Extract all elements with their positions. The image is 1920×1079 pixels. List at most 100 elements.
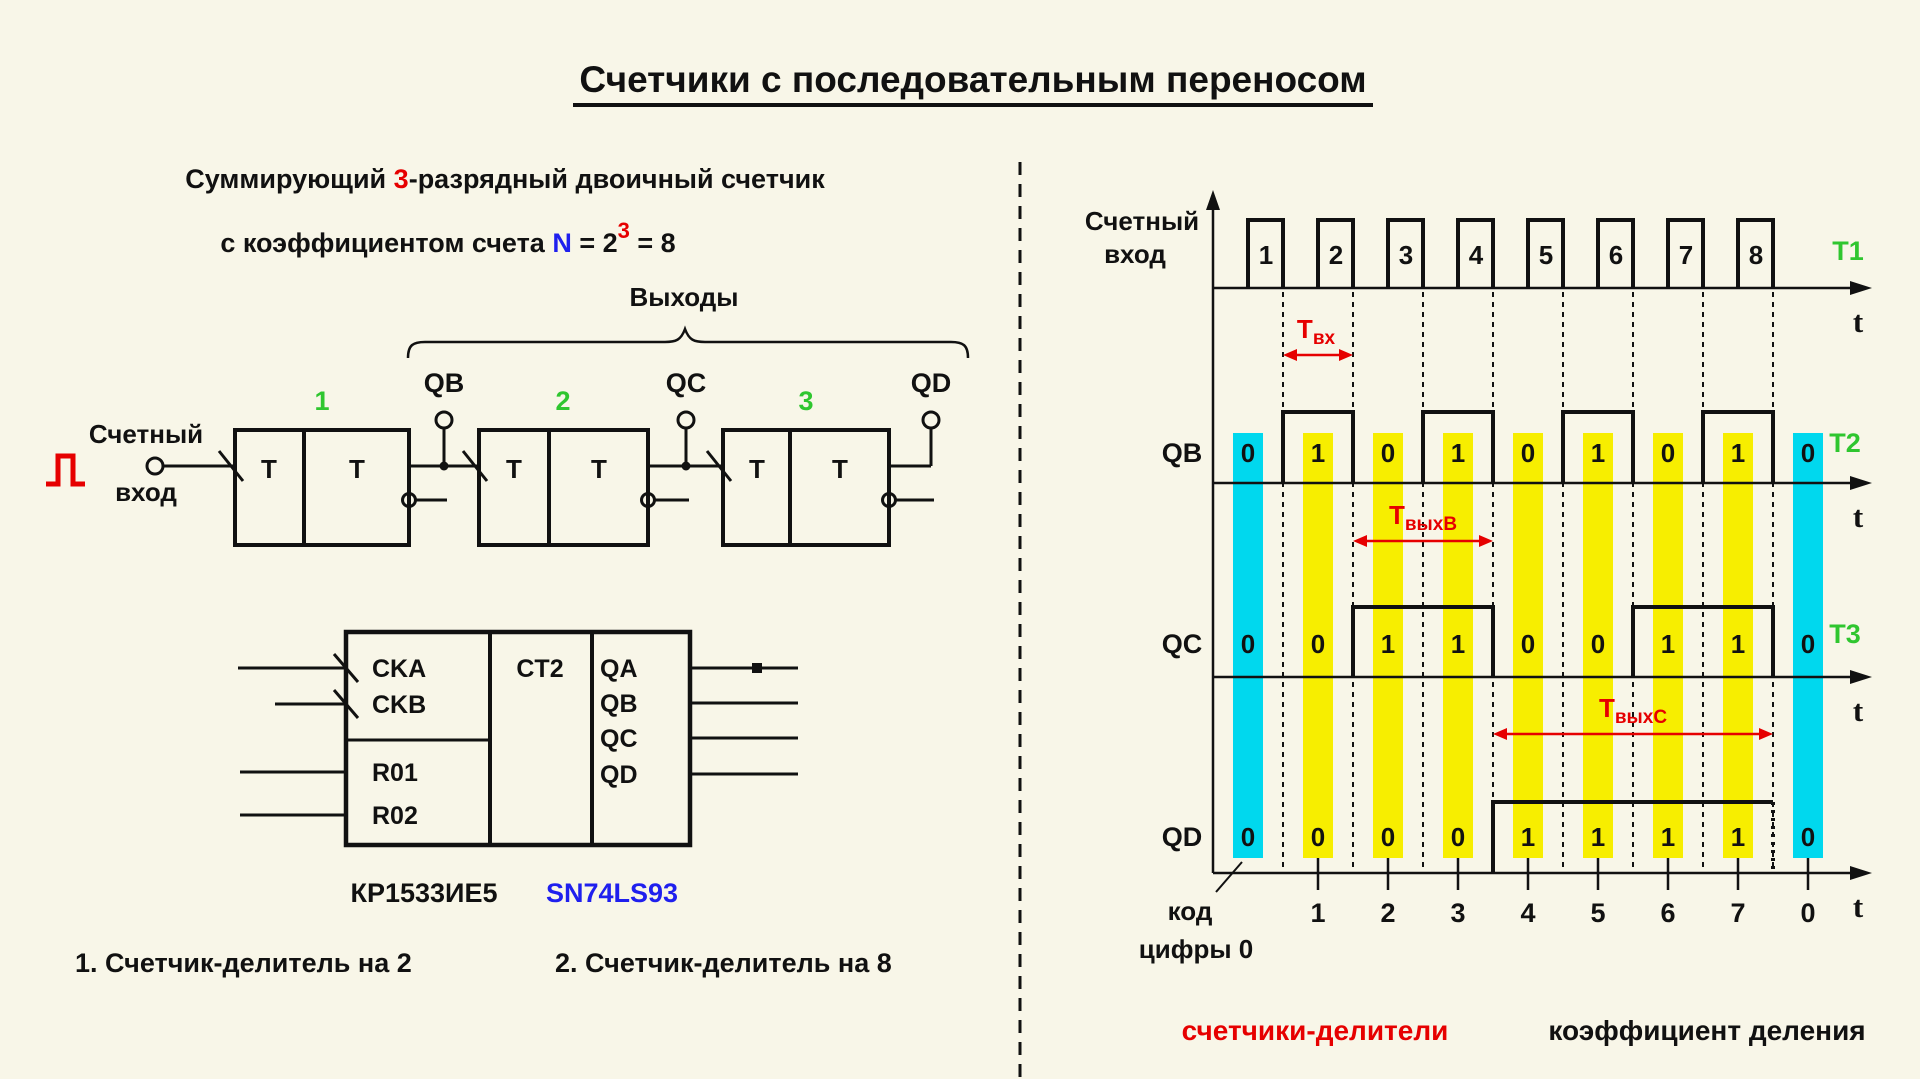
tvx-arrowhead-left — [1283, 349, 1297, 361]
ff2-box — [477, 428, 650, 547]
ic-pin-r01: R01 — [372, 759, 418, 787]
qd-bit: 0 — [1311, 822, 1325, 852]
pulse-number: 3 — [1399, 240, 1413, 270]
ff1-t-left: T — [261, 454, 277, 484]
code-pointer-line — [1215, 861, 1243, 893]
tvx-measure-label: Твх — [1297, 314, 1336, 349]
code-number: 6 — [1660, 898, 1675, 928]
qb-bit: 0 — [1381, 438, 1395, 468]
ff3-number: 3 — [798, 386, 813, 416]
qd-bit: 0 — [1451, 822, 1465, 852]
qb-waveform — [1281, 410, 1775, 483]
tvyxc-arrowhead-left — [1493, 728, 1507, 740]
t-axis-label: t — [1853, 693, 1864, 728]
qc-axis-arrow — [1850, 670, 1872, 684]
pulse-number: 6 — [1609, 240, 1623, 270]
ic-qa-junction-dot — [752, 663, 762, 673]
page-title: Счетчики с последовательным переносом — [579, 59, 1366, 100]
count-input-label-1: Счетный — [89, 419, 203, 449]
pulse-number: 2 — [1329, 240, 1343, 270]
qd-terminal-label: QD — [911, 368, 952, 398]
qc-waveform — [1351, 605, 1775, 677]
qc-bit: 1 — [1661, 629, 1675, 659]
qc-bit: 1 — [1451, 629, 1465, 659]
code-column-bar — [1443, 433, 1473, 858]
pulse-number: 1 — [1259, 240, 1273, 270]
t3-period-label: T3 — [1829, 619, 1861, 649]
code-column-bar — [1303, 433, 1333, 858]
pulse-icon — [46, 453, 85, 487]
qb-junction-dot — [439, 461, 449, 471]
tvyxc-measure-label: ТвыхC — [1599, 693, 1667, 728]
code-column-bar — [1513, 433, 1543, 858]
qc-bit: 0 — [1801, 629, 1815, 659]
ic-pin-cka: CKA — [372, 655, 426, 683]
ic-part-ru: КР1533ИЕ5 — [351, 878, 498, 908]
qc-bit: 1 — [1731, 629, 1745, 659]
qb-row-label: QB — [1162, 438, 1203, 468]
qb-bit: 0 — [1521, 438, 1535, 468]
t-axis-label: t — [1853, 889, 1864, 924]
outputs-brace — [406, 325, 970, 359]
qd-bit: 0 — [1801, 822, 1815, 852]
qd-bit: 1 — [1661, 822, 1675, 852]
qb-bit: 0 — [1661, 438, 1675, 468]
qc-bit: 0 — [1521, 629, 1535, 659]
t-axis-label: t — [1853, 499, 1864, 534]
ic-cka-slash — [332, 653, 360, 683]
qd-bit: 0 — [1241, 822, 1255, 852]
t2-period-label: T2 — [1829, 428, 1861, 458]
subtitle-line2: с коэффициентом счета N = 23 = 8 — [220, 218, 675, 258]
ic-pin-qd: QD — [600, 761, 638, 789]
code-column-bar — [1583, 433, 1613, 858]
code-number: 5 — [1590, 898, 1605, 928]
code-zero-label-2: цифры 0 — [1139, 934, 1254, 964]
code-number: 1 — [1310, 898, 1325, 928]
qd-waveform — [1491, 800, 1773, 873]
qb-bit: 1 — [1451, 438, 1465, 468]
pulse-number: 5 — [1539, 240, 1553, 270]
code-number: 0 — [1800, 898, 1815, 928]
qb-bit: 1 — [1731, 438, 1745, 468]
ff3-clock-slash — [705, 450, 733, 482]
count-input-label-2: вход — [115, 477, 177, 507]
tvyxb-arrowhead-right — [1479, 535, 1493, 547]
pulse-number: 4 — [1469, 240, 1484, 270]
code-number: 2 — [1380, 898, 1395, 928]
qb-bit: 1 — [1311, 438, 1325, 468]
ff1-t-right: T — [349, 454, 365, 484]
tvyxb-measure-label: ТвыхB — [1389, 500, 1457, 535]
qc-bit: 1 — [1381, 629, 1395, 659]
code-column-bar — [1723, 433, 1753, 858]
pulse-number: 7 — [1679, 240, 1693, 270]
qd-bit: 1 — [1521, 822, 1535, 852]
ff2-clock-slash — [461, 450, 489, 482]
qd-terminal-circle — [921, 410, 941, 430]
t-axis-label: t — [1853, 304, 1864, 339]
ff1-clock-slash — [217, 450, 245, 482]
qc-bit: 0 — [1241, 629, 1255, 659]
code-number: 4 — [1520, 898, 1535, 928]
qd-axis-arrow — [1850, 866, 1872, 880]
qb-bit: 0 — [1241, 438, 1255, 468]
caption-divider-by-8: 2. Счетчик-делитель на 8 — [555, 948, 892, 978]
input-terminal-circle — [145, 456, 165, 476]
ff2-number: 2 — [555, 386, 570, 416]
qb-terminal-label: QB — [424, 368, 465, 398]
vertical-axis-arrow — [1206, 190, 1220, 210]
qb-bit: 1 — [1591, 438, 1605, 468]
code-zero-label-1: код — [1168, 896, 1213, 926]
qc-terminal-label: QC — [666, 368, 707, 398]
pulse-number: 8 — [1749, 240, 1763, 270]
qd-bit: 1 — [1591, 822, 1605, 852]
caption-divider-by-2: 1. Счетчик-делитель на 2 — [75, 948, 412, 978]
qc-bit: 0 — [1591, 629, 1605, 659]
tvyxb-arrowhead-left — [1353, 535, 1367, 547]
tvyxc-arrowhead-right — [1759, 728, 1773, 740]
ff1-number: 1 — [314, 386, 329, 416]
timing-input-label-1: Счетный — [1085, 206, 1199, 236]
timing-input-label-2: вход — [1104, 239, 1166, 269]
qc-row-label: QC — [1162, 629, 1203, 659]
ic-pin-qc: QC — [600, 725, 638, 753]
